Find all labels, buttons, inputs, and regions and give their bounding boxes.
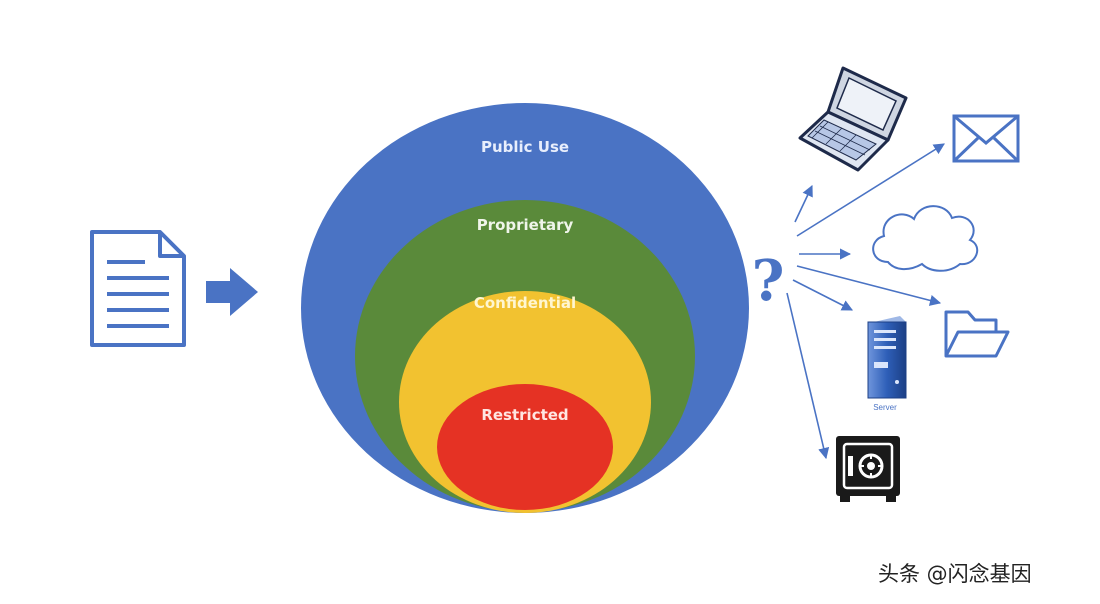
restricted-label: Restricted	[481, 406, 568, 424]
proprietary-label: Proprietary	[477, 216, 574, 234]
right-arrow-icon	[206, 268, 258, 316]
safe-icon	[836, 436, 900, 502]
document-icon	[90, 230, 186, 347]
server-icon: Server	[867, 316, 907, 412]
arrow-to-safe	[786, 292, 830, 460]
arrow-to-server	[792, 279, 853, 311]
cloud-icon	[872, 205, 979, 272]
public-use-label: Public Use	[481, 138, 569, 156]
folder-icon	[944, 310, 1010, 358]
destination-arrows	[786, 143, 945, 460]
arrow-to-email	[796, 143, 945, 237]
source-watermark: 头条 @闪念基因	[878, 562, 1032, 586]
laptop-icon	[798, 66, 908, 172]
confidential-label: Confidential	[474, 294, 576, 312]
arrow-to-unknown-up	[794, 184, 813, 223]
question-mark-icon: ?	[752, 248, 785, 314]
server-caption: Server	[873, 403, 897, 412]
restricted-layer	[437, 384, 613, 510]
envelope-icon	[952, 114, 1020, 163]
arrow-to-folder	[796, 265, 942, 306]
